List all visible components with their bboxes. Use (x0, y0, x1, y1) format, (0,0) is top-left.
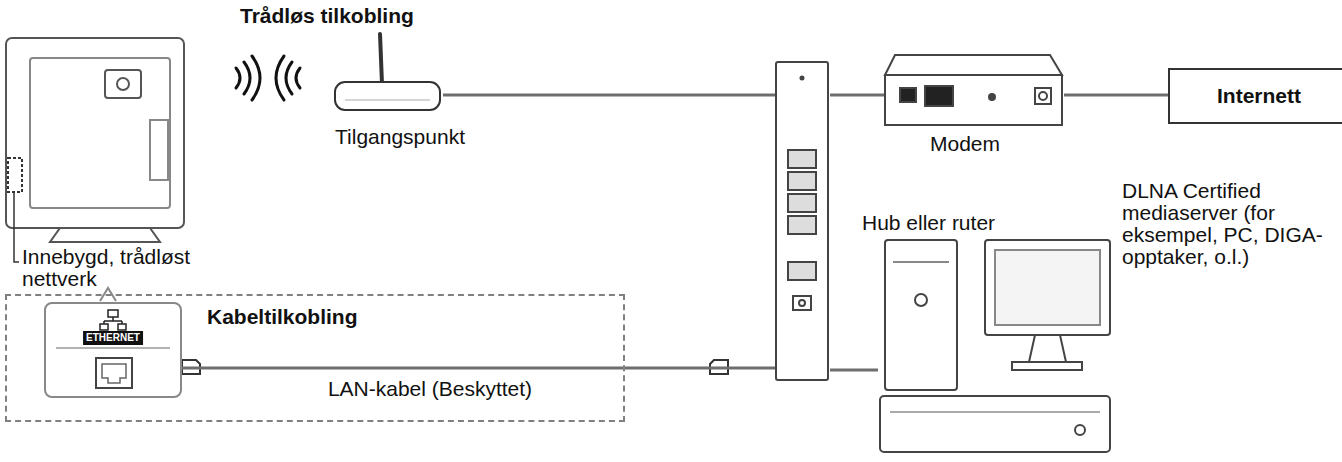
hub-label: Hub eller ruter (862, 212, 995, 234)
internet-label: Internett (1170, 85, 1342, 107)
cable-connector (830, 94, 884, 97)
cable-label: LAN-kabel (Beskyttet) (325, 378, 535, 400)
cable-connector (182, 367, 775, 370)
pc-media-server (880, 240, 1110, 452)
modem (885, 55, 1062, 125)
modem-label: Modem (930, 133, 1000, 155)
ethernet-callout: ETHERNET (44, 302, 182, 398)
wired-connection-title: Kabeltilkobling (207, 306, 358, 328)
wireless-waves (236, 56, 300, 100)
media-server-label: DLNA Certified mediaserver (for eksempel… (1122, 180, 1330, 268)
wired-connection-region: KabeltilkoblingETHERNET (5, 294, 625, 422)
tv-label: Innebygd, trådløst nettverk (22, 246, 260, 290)
cable-connector (830, 369, 878, 372)
access-point (335, 34, 440, 110)
tv-back (6, 38, 184, 262)
media-server-node: DLNA Certified mediaserver (for eksempel… (878, 238, 1112, 454)
ethernet-port-icon (46, 304, 180, 396)
wireless-title: Trådløs tilkobling (240, 5, 414, 27)
ethernet-tag: ETHERNET (83, 331, 143, 345)
cable-connector (1064, 94, 1168, 97)
hub-node: Hub eller ruter (775, 60, 830, 382)
cable-connector (443, 94, 775, 97)
internet-box: Internett (1168, 68, 1342, 124)
modem-node: Modem (884, 53, 1064, 127)
access-point-node: Tilgangspunkt (333, 30, 443, 114)
access-point-label: Tilgangspunkt (335, 126, 465, 148)
hub-router (776, 62, 828, 380)
tv-node: Innebygd, trådløst nettverk (5, 36, 187, 244)
